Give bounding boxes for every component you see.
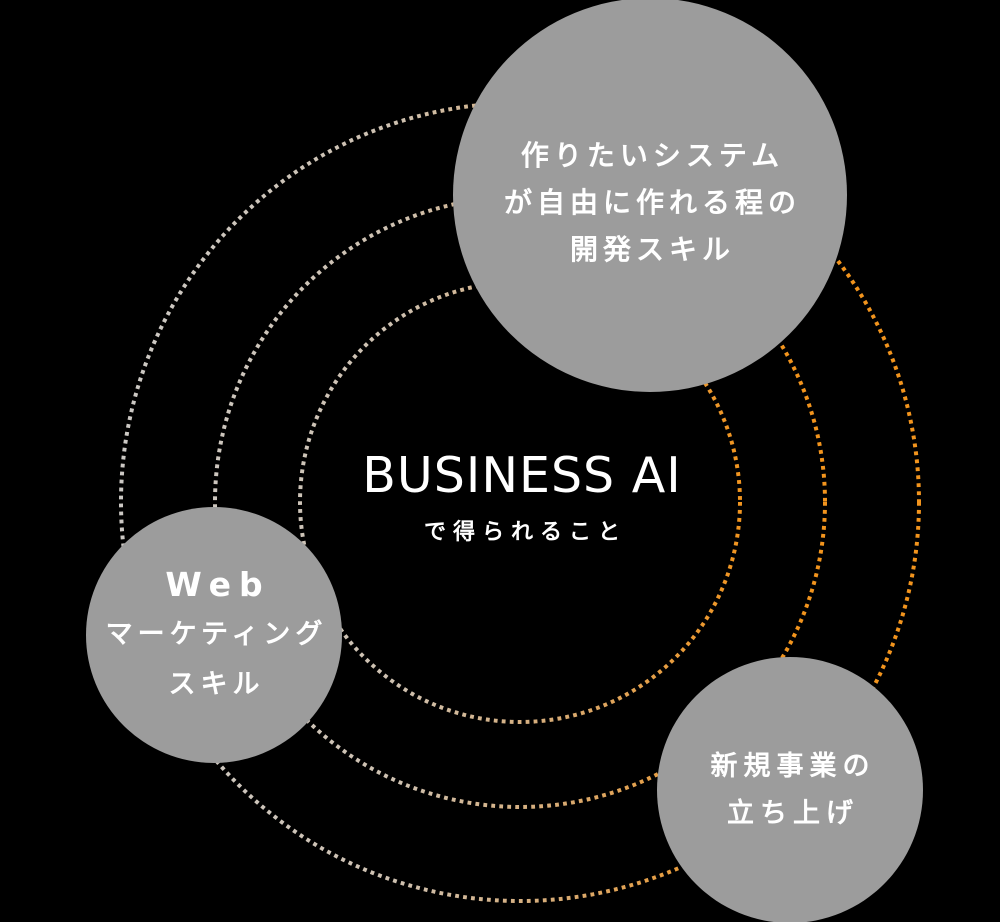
center-text-block: BUSINESS AI で得られること [272, 451, 772, 546]
orbit-ring-outer [119, 101, 921, 903]
orbit-ring-inner [298, 280, 742, 724]
bubble-development-skill: 作りたいシステム が自由に作れる程の 開発スキル [453, 0, 847, 392]
bubble-web-marketing-line-3: スキル [168, 669, 265, 700]
bubble-new-business: 新規事業の 立ち上げ [657, 657, 923, 922]
bubble-development-skill-line-3: 開発スキル [569, 232, 735, 266]
bubble-development-skill-line-2: が自由に作れる程の [503, 185, 801, 219]
orbit-ring-middle [213, 195, 827, 809]
bubble-development-skill-line-1: 作りたいシステム [520, 138, 785, 172]
main-title: BUSINESS AI [362, 447, 682, 504]
bubble-web-marketing: Web マーケティング スキル [86, 507, 342, 763]
bubble-new-business-line-1: 新規事業の [710, 751, 876, 782]
bubble-new-business-line-2: 立ち上げ [727, 798, 859, 829]
bubble-web-marketing-line-1: Web [165, 565, 271, 604]
bubble-web-marketing-line-2: マーケティング [105, 619, 328, 650]
main-subtitle: で得られること [423, 520, 627, 545]
